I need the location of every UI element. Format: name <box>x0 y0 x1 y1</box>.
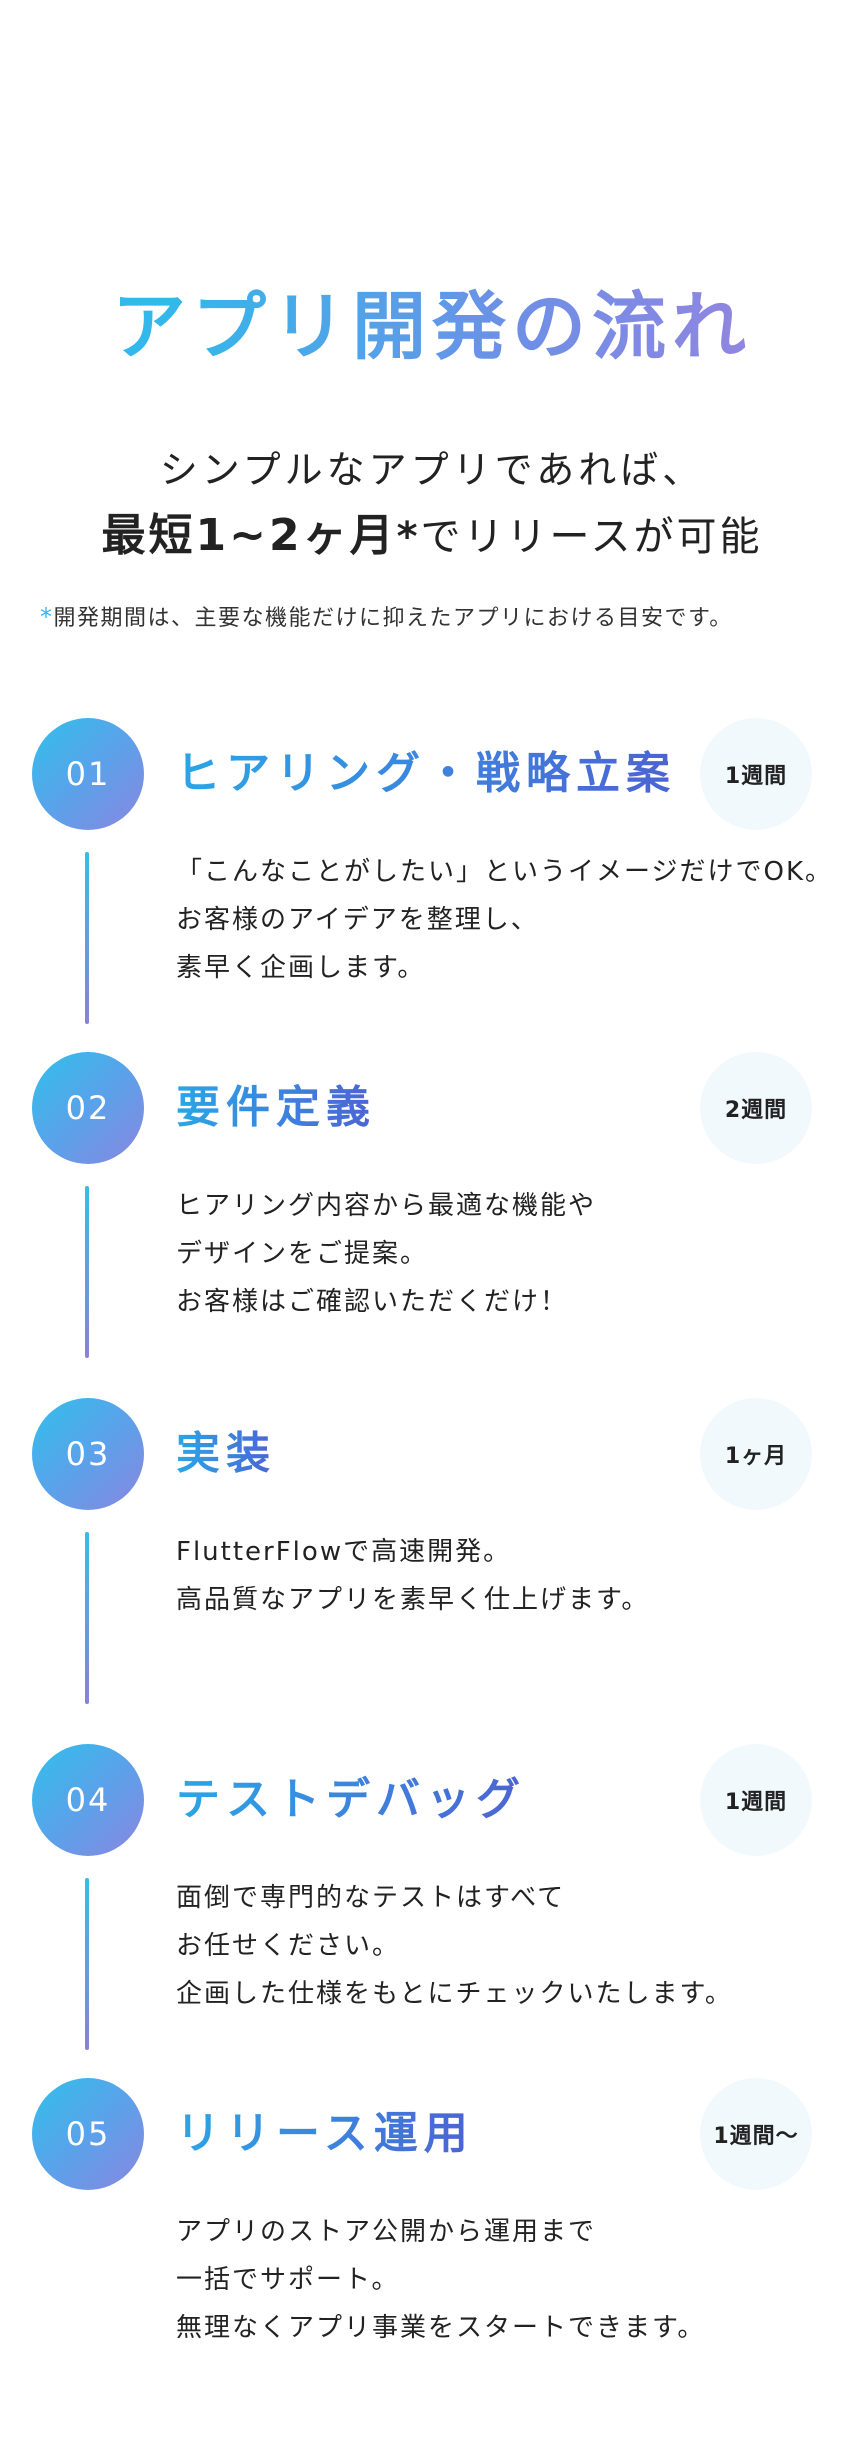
description-line: お任せください。 <box>176 1931 401 1961</box>
duration-text: 2週間 <box>724 1098 788 1123</box>
description-line: お客様はご確認いただくだけ！ <box>176 1287 569 1317</box>
step-4: 04 テストデバッグ 1週間 面倒で専門的なテストはすべて お任せください。 企… <box>0 1744 864 2074</box>
footnote: *開発期間は、主要な機能だけに抑えたアプリにおける目安です。 <box>40 601 733 635</box>
step-3: 03 実装 1ヶ月 FlutterFlowで高速開発。 高品質なアプリを素早く仕… <box>0 1398 864 1728</box>
duration-badge: 1週間〜 <box>700 2078 812 2190</box>
step-5: 05 リリース運用 1週間〜 アプリのストア公開から運用まで 一括でサポート。 … <box>0 2078 864 2408</box>
duration-text: 1ヶ月 <box>724 1444 788 1469</box>
duration-badge: 1週間 <box>700 1744 812 1856</box>
step-connector-line <box>85 1878 89 2050</box>
lead-asterisk: * <box>396 514 421 560</box>
description-line: FlutterFlowで高速開発。 <box>176 1537 512 1567</box>
description-line: デザインをご提案。 <box>176 1239 429 1269</box>
step-number: 03 <box>65 1435 111 1473</box>
description-line: 企画した仕様をもとにチェックいたします。 <box>176 1979 733 2009</box>
step-number-badge: 01 <box>32 718 144 830</box>
lead-rest: でリリースが可能 <box>420 514 763 560</box>
description-line: 高品質なアプリを素早く仕上げます。 <box>176 1585 650 1615</box>
step-connector-line <box>85 852 89 1024</box>
step-description: 「こんなことがしたい」というイメージだけでOK。 お客様のアイデアを整理し、 素… <box>176 848 864 992</box>
step-1: 01 ヒアリング・戦略立案 1週間 「こんなことがしたい」というイメージだけでO… <box>0 718 864 1048</box>
step-title: ヒアリング・戦略立案 <box>176 742 676 806</box>
step-description: ヒアリング内容から最適な機能や デザインをご提案。 お客様はご確認いただくだけ！ <box>176 1182 864 1326</box>
step-number: 02 <box>65 1089 111 1127</box>
footnote-text: 開発期間は、主要な機能だけに抑えたアプリにおける目安です。 <box>53 606 733 631</box>
step-connector-line <box>85 1532 89 1704</box>
description-line: アプリのストア公開から運用まで <box>176 2217 597 2247</box>
step-number: 05 <box>65 2115 111 2153</box>
duration-text: 1週間 <box>724 764 788 789</box>
lead-line-2: 最短1~2ヶ月*でリリースが可能 <box>0 508 864 565</box>
description-line: 素早く企画します。 <box>176 953 426 983</box>
step-title: 要件定義 <box>176 1076 376 1140</box>
step-description: FlutterFlowで高速開発。 高品質なアプリを素早く仕上げます。 <box>176 1528 864 1624</box>
description-line: ヒアリング内容から最適な機能や <box>176 1191 597 1221</box>
step-connector-line <box>85 1186 89 1358</box>
description-line: 「こんなことがしたい」というイメージだけでOK。 <box>176 857 833 887</box>
step-number-badge: 03 <box>32 1398 144 1510</box>
step-number: 04 <box>65 1781 111 1819</box>
description-line: 面倒で専門的なテストはすべて <box>176 1883 566 1913</box>
step-number-badge: 04 <box>32 1744 144 1856</box>
step-title: テストデバッグ <box>176 1768 526 1832</box>
description-line: お客様のアイデアを整理し、 <box>176 905 539 935</box>
step-number-badge: 02 <box>32 1052 144 1164</box>
duration-badge: 1週間 <box>700 718 812 830</box>
step-description: アプリのストア公開から運用まで 一括でサポート。 無理なくアプリ事業をスタートで… <box>176 2208 864 2352</box>
duration-badge: 1ヶ月 <box>700 1398 812 1510</box>
step-description: 面倒で専門的なテストはすべて お任せください。 企画した仕様をもとにチェックいた… <box>176 1874 864 2018</box>
footnote-asterisk: * <box>40 603 54 631</box>
description-line: 無理なくアプリ事業をスタートできます。 <box>176 2313 706 2343</box>
duration-badge: 2週間 <box>700 1052 812 1164</box>
section-title: アプリ開発の流れ <box>0 282 864 372</box>
duration-text: 1週間 <box>724 1790 788 1815</box>
step-2: 02 要件定義 2週間 ヒアリング内容から最適な機能や デザインをご提案。 お客… <box>0 1052 864 1382</box>
lead-line-1: シンプルなアプリであれば、 <box>159 448 705 492</box>
step-number: 01 <box>65 755 111 793</box>
step-title: 実装 <box>176 1422 276 1486</box>
step-number-badge: 05 <box>32 2078 144 2190</box>
description-line: 一括でサポート。 <box>176 2265 400 2295</box>
lead-emphasis: 最短1~2ヶ月 <box>101 510 397 561</box>
duration-text: 1週間〜 <box>713 2124 799 2149</box>
step-title: リリース運用 <box>176 2102 474 2166</box>
